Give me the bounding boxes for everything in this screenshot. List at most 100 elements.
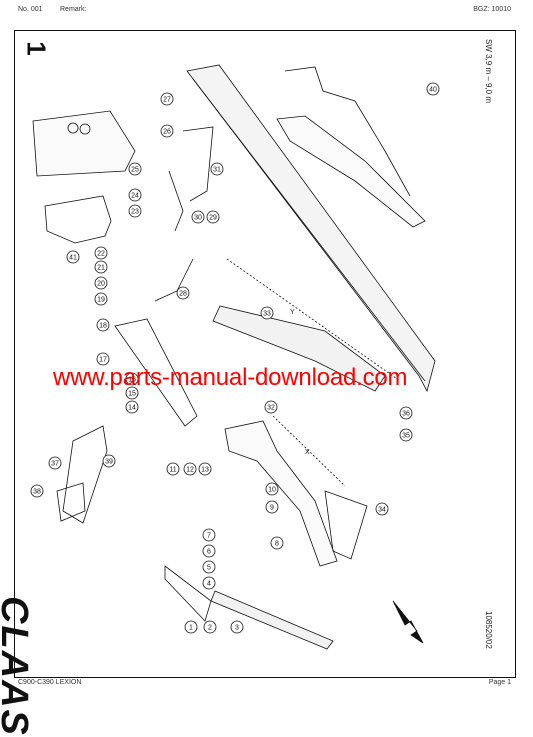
dimension-label-y: Y: [290, 309, 295, 316]
callout-label: 20: [97, 281, 105, 288]
callout-21: 21: [94, 260, 108, 274]
callout-36: 36: [399, 406, 413, 420]
callout-label: 29: [209, 215, 217, 222]
header-number: No. 001: [18, 6, 43, 13]
callout-35: 35: [399, 428, 413, 442]
callout-28: 28: [176, 286, 190, 300]
footer-page: Page 1: [488, 679, 511, 686]
callout-37: 37: [48, 456, 62, 470]
callout-label: 14: [128, 405, 136, 412]
callout-circle: [191, 210, 205, 224]
callout-label: 38: [33, 489, 41, 496]
callout-circle: [230, 620, 244, 634]
callout-circle: [202, 560, 216, 574]
callout-circle: [210, 162, 224, 176]
callout-circle: [125, 372, 139, 386]
callout-circle: [426, 82, 440, 96]
callout-circle: [66, 250, 80, 264]
callout-11: 11: [166, 462, 180, 476]
callout-label: 39: [105, 459, 113, 466]
callout-circle: [202, 528, 216, 542]
callout-circle: [375, 502, 389, 516]
callout-label: 5: [207, 565, 211, 572]
callout-34: 34: [375, 502, 389, 516]
callout-label: 27: [163, 97, 171, 104]
callout-label: 35: [402, 433, 410, 440]
callout-label: 37: [51, 461, 59, 468]
callout-circle: [203, 620, 217, 634]
callout-circle: [183, 462, 197, 476]
callout-label: 28: [179, 291, 187, 298]
callout-13: 13: [198, 462, 212, 476]
callout-circle: [96, 352, 110, 366]
callout-7: 7: [202, 528, 216, 542]
callout-1: 1: [184, 620, 198, 634]
callout-8: 8: [270, 536, 284, 550]
callout-circle: [94, 260, 108, 274]
callout-3: 3: [230, 620, 244, 634]
callout-22: 22: [94, 246, 108, 260]
callout-circle: [125, 386, 139, 400]
callout-32: 32: [264, 400, 278, 414]
callout-38: 38: [30, 484, 44, 498]
callout-6: 6: [202, 544, 216, 558]
callout-circle: [270, 536, 284, 550]
callout-label: 19: [97, 297, 105, 304]
callout-label: 41: [69, 255, 77, 262]
callout-39: 39: [102, 454, 116, 468]
drawing-sheet: 1 SW 3,9 m – 9,0 m 108520/02 CLAAS: [0, 30, 516, 737]
callout-30: 30: [191, 210, 205, 224]
callout-12: 12: [183, 462, 197, 476]
callout-circle: [202, 576, 216, 590]
callout-18: 18: [96, 318, 110, 332]
callout-33: 33: [260, 306, 274, 320]
callout-label: 9: [270, 505, 274, 512]
callout-circle: [260, 306, 274, 320]
callout-25: 25: [128, 162, 142, 176]
callout-27: 27: [160, 92, 174, 106]
callout-label: 25: [131, 167, 139, 174]
callout-16: 16: [125, 372, 139, 386]
callout-label: 13: [201, 467, 209, 474]
callout-circle: [128, 188, 142, 202]
callout-circle: [399, 428, 413, 442]
callout-label: 22: [97, 251, 105, 258]
callout-label: 26: [163, 129, 171, 136]
callout-label: 12: [186, 467, 194, 474]
callout-label: 4: [207, 581, 211, 588]
callout-circle: [96, 318, 110, 332]
callout-19: 19: [94, 292, 108, 306]
callout-circle: [166, 462, 180, 476]
callout-circle: [184, 620, 198, 634]
callout-circle: [125, 400, 139, 414]
callout-label: 18: [99, 323, 107, 330]
callout-label: 16: [128, 377, 136, 384]
callout-circle: [265, 500, 279, 514]
callout-label: 11: [169, 467, 176, 474]
callout-label: 30: [194, 215, 202, 222]
callout-label: 7: [207, 533, 211, 540]
callout-17: 17: [96, 352, 110, 366]
callout-circle: [160, 92, 174, 106]
callout-4: 4: [202, 576, 216, 590]
callout-circle: [94, 292, 108, 306]
callout-label: 32: [267, 405, 275, 412]
callout-label: 6: [207, 549, 211, 556]
callout-label: 17: [99, 357, 107, 364]
callout-label: 10: [268, 487, 276, 494]
callout-label: 3: [235, 625, 239, 632]
callout-40: 40: [426, 82, 440, 96]
callout-circle: [206, 210, 220, 224]
callout-31: 31: [210, 162, 224, 176]
callout-label: 21: [97, 265, 105, 272]
callout-29: 29: [206, 210, 220, 224]
footer-model: C900-C390 LEXION: [18, 679, 82, 686]
callout-label: 34: [378, 507, 386, 514]
header-remark: Remark:: [60, 6, 87, 13]
callout-label: 1: [189, 625, 193, 632]
callout-circle: [399, 406, 413, 420]
callout-circle: [94, 246, 108, 260]
callout-5: 5: [202, 560, 216, 574]
